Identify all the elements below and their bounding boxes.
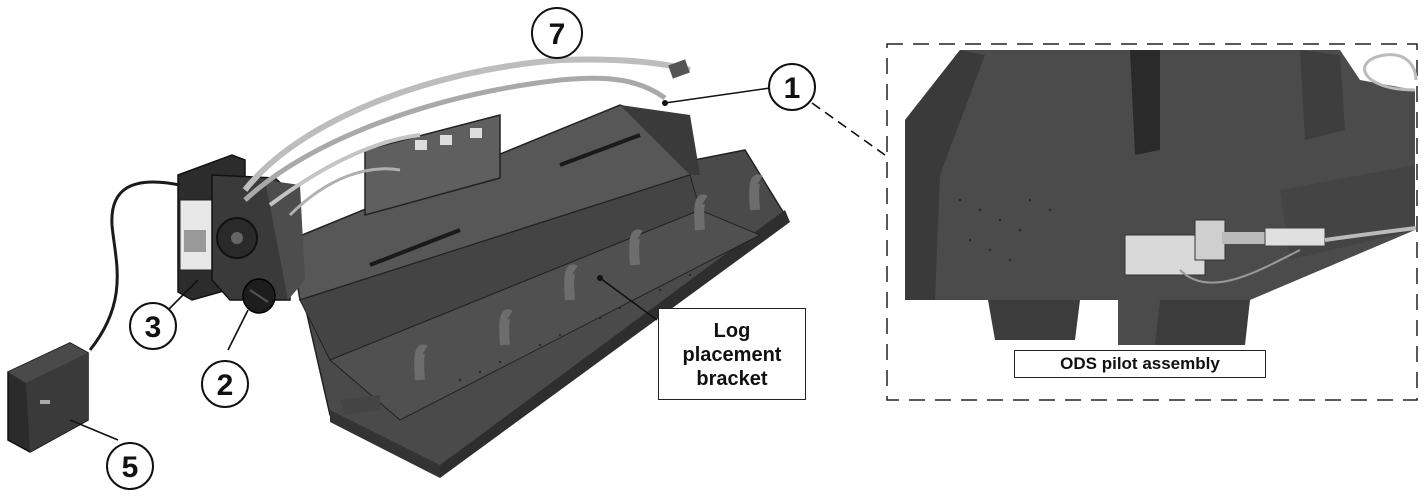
callout-3: 3: [129, 302, 177, 350]
leader-lines: [69, 87, 886, 441]
remote-receiver: [7, 342, 89, 453]
callout-5-label: 5: [122, 451, 139, 484]
gas-valve: [177, 154, 305, 314]
ods-inset: [886, 43, 1418, 401]
callout-2: 2: [201, 360, 249, 408]
callout-5: 5: [106, 442, 154, 490]
ods-pilot-assembly-label: ODS pilot assembly: [1014, 350, 1266, 378]
log-label-line-1: Log: [713, 320, 751, 342]
callout-3-label: 3: [145, 311, 162, 344]
callout-7-label: 7: [549, 18, 566, 51]
log-label-line-3: bracket: [696, 368, 768, 390]
callout-1: 1: [768, 63, 816, 111]
log-label-line-2: placement: [682, 344, 782, 366]
callout-1-label: 1: [784, 72, 801, 105]
leader-dot-log: [597, 275, 603, 281]
leader-dot-1: [662, 100, 668, 106]
tubing: [88, 56, 691, 351]
log-placement-bracket-label: Log placement bracket: [658, 308, 806, 400]
callout-7: 7: [531, 7, 583, 59]
burner-tray: [289, 104, 790, 478]
callout-2-label: 2: [217, 369, 234, 402]
